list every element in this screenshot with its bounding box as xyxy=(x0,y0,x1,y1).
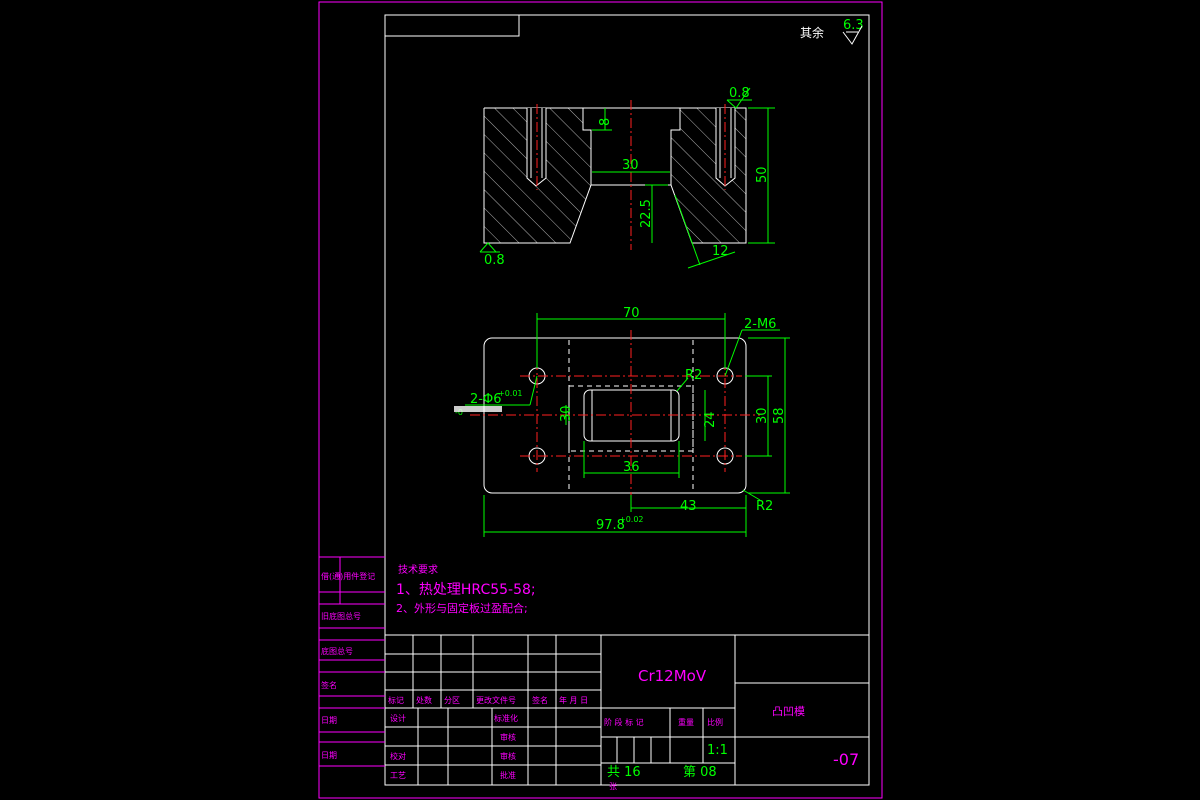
material: Cr12MoV xyxy=(638,667,707,685)
surface-finish-symbol xyxy=(842,25,863,45)
callout-2-m6: 2-M6 xyxy=(744,317,776,332)
dim-hole-span-70: 70 xyxy=(623,306,640,321)
tb-r-design: 设计 xyxy=(390,713,406,723)
dim-depth-8: 8 xyxy=(598,118,613,126)
dim-width-58: 58 xyxy=(772,407,787,424)
side-label-borrowed: 借(通)用件登记 xyxy=(321,571,375,581)
side-label-old-base: 旧底图总号 xyxy=(321,611,361,621)
tb-h-stage: 阶 段 标 记 xyxy=(604,717,644,727)
tb-h-count: 处数 xyxy=(416,695,432,705)
outer-frame xyxy=(318,1,883,799)
dim-width-30: 30 xyxy=(622,158,639,173)
drawing-number: -07 xyxy=(833,750,859,769)
tb-h-date: 年 月 日 xyxy=(559,695,588,705)
dim-length-tol: +0.02 xyxy=(619,515,644,524)
tb-r-approve: 批准 xyxy=(500,770,516,780)
dim-r2-inner: R2 xyxy=(685,368,702,383)
dim-slot-36: 36 xyxy=(623,460,640,475)
dim-slot-24: 24 xyxy=(703,411,718,428)
sheet-label-zhang: 张 xyxy=(609,782,617,791)
tb-r-proc: 审核 xyxy=(500,732,516,742)
finish-top: 0.8 xyxy=(729,86,750,101)
title-block: 标记 处数 分区 更改文件号 签名 年 月 日 设计 标准化 审核 校对 审核 … xyxy=(385,634,869,791)
dim-length-97-8: 97.8 xyxy=(596,518,625,533)
inner-frame xyxy=(384,14,870,786)
tb-h-docno: 更改文件号 xyxy=(476,695,516,705)
tb-h-zone: 分区 xyxy=(444,696,460,705)
finish-bottom: 0.8 xyxy=(484,253,505,268)
total-sheets: 共 16 xyxy=(607,765,641,780)
surface-finish-value: 6.3 xyxy=(843,18,864,33)
tech-req-item2: 2、外形与固定板过盈配合; xyxy=(396,601,528,615)
tb-r-check2: 审核 xyxy=(500,751,516,761)
left-tapped-hole xyxy=(526,108,547,187)
callout-pin-tol2: -0 xyxy=(455,408,463,417)
tb-r-chk: 校对 xyxy=(390,751,406,761)
tb-h-scale: 比例 xyxy=(707,717,723,727)
side-label-base: 底图总号 xyxy=(321,646,353,656)
dim-r2-outer: R2 xyxy=(756,499,773,514)
tech-req-item1: 1、热处理HRC55-58; xyxy=(396,582,536,598)
sheet-number: 第 08 xyxy=(683,765,717,780)
dim-depth-22-5: 22.5 xyxy=(639,199,654,228)
callout-pin-tol: +0.01 xyxy=(498,389,523,398)
dim-half-43: 43 xyxy=(680,499,697,514)
side-label-sign: 签名 xyxy=(321,680,337,690)
dim-height-50: 50 xyxy=(755,166,770,183)
side-label-date1: 日期 xyxy=(321,716,337,725)
tb-h-mark: 标记 xyxy=(388,695,404,705)
hidden-cavity xyxy=(568,385,694,452)
part-name: 凸凹模 xyxy=(772,705,805,718)
scale-value: 1:1 xyxy=(707,743,728,758)
dim-slot-30: 30 xyxy=(559,405,574,422)
side-label-date2: 日期 xyxy=(321,751,337,760)
tb-h-weight: 重量 xyxy=(678,717,694,727)
tb-r-std: 标准化 xyxy=(494,713,518,723)
tb-r-craft: 工艺 xyxy=(390,771,406,780)
dim-angle-12: 12 xyxy=(712,244,729,259)
tb-h-sign: 签名 xyxy=(532,695,548,705)
section-view: 8 30 50 22.5 0.8 0.8 12 xyxy=(479,86,775,269)
callout-2-phi6: 2-Φ6 xyxy=(470,392,501,407)
dim-hole-pitch-30: 30 xyxy=(755,407,770,424)
tech-req-title: 技术要求 xyxy=(398,563,438,576)
surface-finish-note: 其余 xyxy=(800,25,824,40)
plan-view: 70 2-M6 2-Φ6 +0.01 -0 R2 30 58 24 30 xyxy=(454,306,790,537)
side-stamp-column: 借(通)用件登记 旧底图总号 底图总号 签名 日期 日期 xyxy=(319,556,385,767)
code-box xyxy=(384,14,520,37)
